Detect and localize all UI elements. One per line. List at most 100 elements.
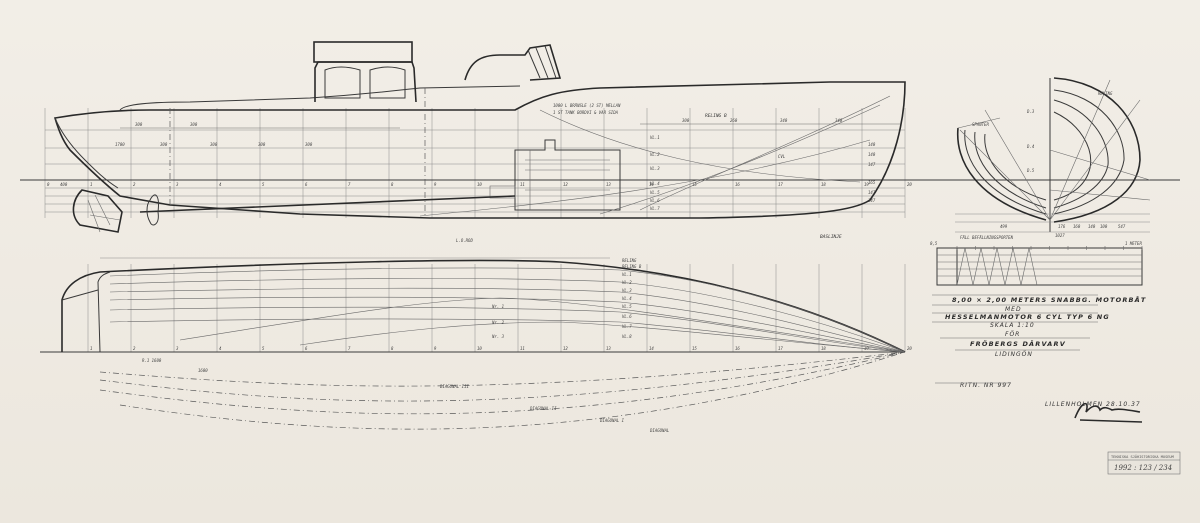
top-dim: 300 <box>681 118 690 123</box>
plan-station-number: 11 <box>520 346 525 351</box>
profile-station-number: 3 <box>175 182 179 187</box>
plan-station-number: 2 <box>133 346 136 351</box>
signature <box>1074 402 1143 423</box>
plan-inner-label: Nr. 2 <box>491 320 505 325</box>
title-line-6: FRÖBERGS DÄRVARV <box>970 339 1066 348</box>
place-date: LILLENHOLMEN 28.10.37 <box>1045 401 1141 408</box>
plan-station-number: 6 <box>305 346 308 351</box>
body-plan-diagonal: D.5 <box>1026 168 1035 173</box>
waterline-label: VL.7 <box>650 206 660 211</box>
rudder <box>72 189 123 233</box>
plan-station-number: 12 <box>563 346 568 351</box>
waterline-label: VL.3 <box>650 166 660 171</box>
profile-station-number: 4 <box>219 182 222 187</box>
diagonal-label: DIAGONAL I <box>599 418 625 423</box>
plan-label: VL.2 <box>622 280 632 285</box>
body-plan-dim: 547 <box>1118 224 1126 229</box>
plan-station-number: 8 <box>391 346 394 351</box>
profile-station-number: 1 <box>90 182 92 187</box>
top-dim: 300 <box>189 122 198 127</box>
plan-station-number: 20 <box>907 346 912 351</box>
top-dim: 300 <box>134 122 143 127</box>
lower-label: L.O.ROD <box>456 238 473 243</box>
profile-windshield <box>464 44 562 81</box>
body-plan-reling: RELING <box>1098 91 1113 96</box>
profile-cabin-roof <box>313 41 413 63</box>
propeller-shaft <box>139 195 516 213</box>
cabin-window-1 <box>324 66 361 99</box>
profile-station-number: 5 <box>262 182 265 187</box>
scale-right-label: 1 METER <box>1125 241 1142 246</box>
plan-hull-outline <box>61 259 906 353</box>
profile-keel-label: BASLINJE <box>820 234 842 240</box>
top-dim: 340 <box>779 118 788 123</box>
title-line-3: HESSELMANMOTOR 6 CYL TYP 6 NG <box>945 313 1110 321</box>
profile-sheer-label: RELING B <box>705 113 727 119</box>
profile-hull-outline <box>53 81 906 219</box>
waterline-label: VL.2 <box>650 152 660 157</box>
plan-station-number: 4 <box>219 346 222 351</box>
profile-station-number: 17 <box>778 182 783 187</box>
drawing-number: RITN. NR 997 <box>960 382 1012 389</box>
body-plan-dim: 100 <box>1100 224 1108 229</box>
plan-station-number: 16 <box>735 346 740 351</box>
profile-labels: RELING B BASLINJE 1000 L BRÄNSLE (2 ST) … <box>60 103 876 243</box>
plan-station-number: 14 <box>649 346 654 351</box>
title-block: 8,00 × 2,00 METERS SNABBG. MOTORBÅT MED … <box>932 294 1147 423</box>
left-dim: 300 <box>257 142 266 147</box>
profile-station-number: 14 <box>649 182 654 187</box>
profile-station-number: 16 <box>735 182 740 187</box>
plan-station-number: 7 <box>348 346 351 351</box>
forward-dim: 140 <box>868 142 876 147</box>
plan-label: VL.7 <box>622 324 632 329</box>
profile-note-1: 1000 L BRÄNSLE (2 ST) MELLAN <box>553 103 621 108</box>
body-plan-diagonal: D.3 <box>1026 109 1035 114</box>
body-plan: SPANTER FÄLL BEFÄLLNINGSPORTEN D.3 D.4 D… <box>955 77 1151 240</box>
waterline-label: VL.1 <box>650 135 660 140</box>
profile-station-number: 7 <box>348 182 351 187</box>
profile-station-number: 0 <box>47 182 50 187</box>
plan-station-number: 10 <box>477 346 482 351</box>
profile-station-number: 18 <box>821 182 826 187</box>
body-plan-dim: 176 <box>1058 224 1066 229</box>
cabin-window-2 <box>369 66 406 99</box>
body-plan-dim: 499 <box>1000 224 1008 229</box>
forward-dim: 165 <box>868 180 876 185</box>
plan-inner-label: Nr. 1 <box>491 304 504 309</box>
title-line-1: 8,00 × 2,00 METERS SNABBG. MOTORBÅT <box>952 295 1147 304</box>
scale-left-label: 0,5 <box>930 241 938 246</box>
forward-dim: 147 <box>868 198 876 203</box>
top-dim: 340 <box>834 118 843 123</box>
waterline-label: VL.6 <box>650 198 660 203</box>
left-side-label: 400 <box>60 182 68 187</box>
forward-dim: 140 <box>868 152 876 157</box>
profile-station-number: 2 <box>133 182 136 187</box>
profile-transom <box>54 117 119 189</box>
body-plan-dim: 140 <box>1088 224 1096 229</box>
plan-label: VL.4 <box>622 296 632 301</box>
forward-label: CVL <box>778 154 786 159</box>
plan-label: VL.1 <box>622 272 632 277</box>
title-line-5: FÖR <box>1005 331 1020 338</box>
stamp-number: 1992 : 123 / 234 <box>1114 464 1172 472</box>
body-plan-title: SPANTER <box>972 122 989 127</box>
plan-station-number: 13 <box>606 346 611 351</box>
plan-small-label: 1600 <box>198 368 208 373</box>
plan-label: RELING B <box>622 264 642 269</box>
profile-station-number: 20 <box>907 182 912 187</box>
diagonal-label: DIAGONAL <box>649 428 670 433</box>
waterline-label: VL.4 <box>650 181 660 186</box>
left-dim: 1700 <box>115 142 125 147</box>
plan-station-number: 3 <box>175 346 179 351</box>
plan-station-number: 1 <box>90 346 92 351</box>
plan-station-number: 9 <box>434 346 437 351</box>
profile-station-number: 9 <box>434 182 437 187</box>
left-dim: 300 <box>209 142 218 147</box>
plan-small-label: R.1 1600 <box>142 358 162 363</box>
top-dim: 260 <box>730 118 738 123</box>
diagonal-label: DIAGONAL III <box>439 384 469 389</box>
profile-engine <box>514 139 621 211</box>
profile-station-number: 19 <box>864 182 869 187</box>
